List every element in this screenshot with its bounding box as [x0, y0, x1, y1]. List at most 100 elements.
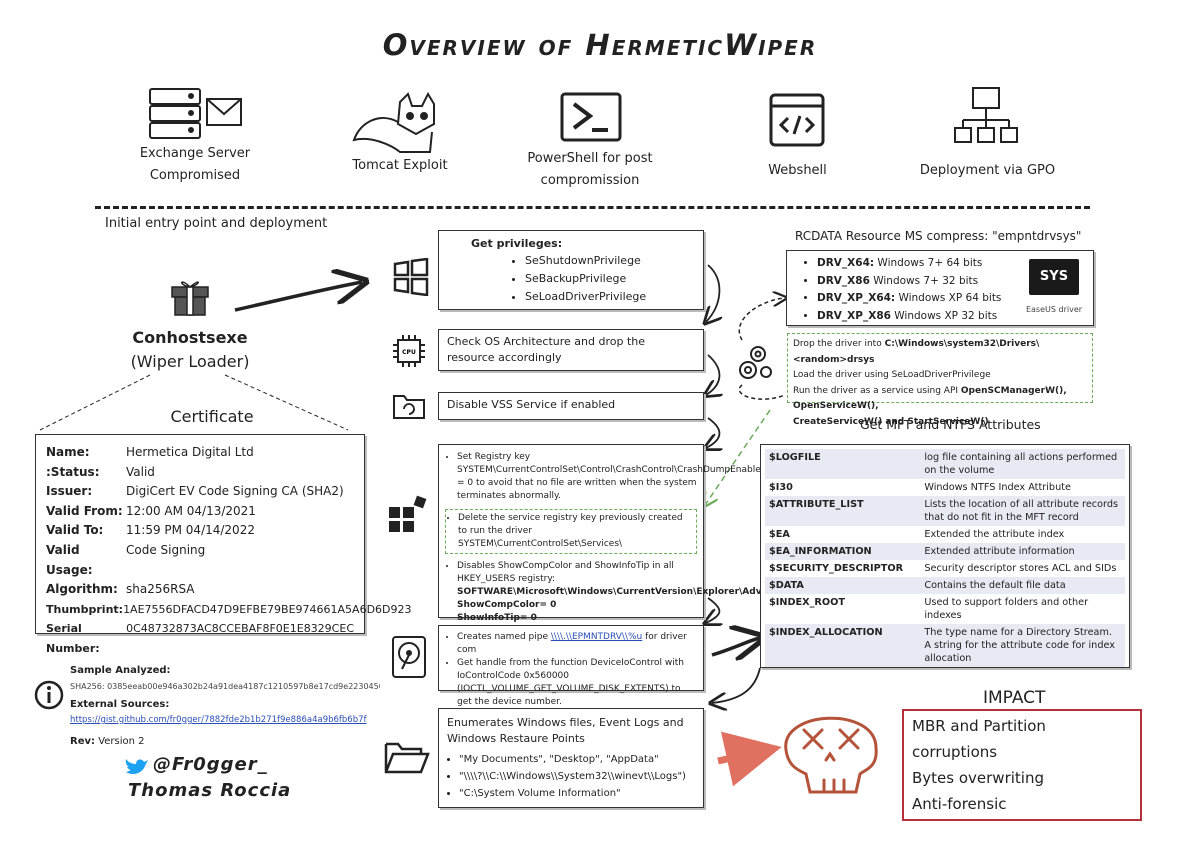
info-icon	[34, 680, 64, 710]
mft-attribute-desc: Lists the location of all attribute reco…	[924, 499, 1119, 523]
rcdata-title: RCDATA Resource MS compress: "empntdrvsy…	[795, 229, 1082, 243]
driver-line: Run the driver as a service using API Op…	[793, 385, 1067, 412]
cert-row: Name:Hermetica Digital Ltd	[46, 445, 254, 459]
mft-attribute-desc: A bitmap index for a large directory.	[920, 667, 1125, 668]
cert-row: Valid To:11:59 PM 04/14/2022	[46, 523, 255, 538]
mft-attribute-name: $INDEX_ROOT	[769, 597, 845, 608]
cert-row: Algorithm:sha256RSA	[46, 582, 195, 597]
powershell-icon	[560, 92, 622, 142]
mft-row: $ATTRIBUTE_LIST Lists the location of all…	[765, 496, 1125, 526]
page-title: Overview of HermeticWiper	[382, 28, 818, 62]
mft-attribute-name: $EA_INFORMATION	[769, 546, 872, 557]
cert-row: Serial Number:0C48732873AC8CCEBAF8F0E1E8…	[46, 622, 354, 655]
driver-box: Drop the driver into C:\Windows\system32…	[787, 333, 1093, 427]
privilege-item: SeLoadDriverPrivilege	[525, 288, 695, 306]
folder-icon	[384, 742, 430, 774]
skull-icon	[784, 716, 878, 794]
sample-hash: SHA256: 0385eeab00e946a302b24a91dea4187c…	[70, 682, 380, 691]
folder-sync-icon	[393, 395, 425, 419]
registry-box: Set Registry key SYSTEM\CurrentControlSe…	[438, 444, 792, 623]
mft-attribute-name: $BITMAP	[765, 667, 920, 668]
server-mail-icon	[149, 88, 242, 139]
delete-service-box: Delete the service registry key previous…	[445, 509, 697, 554]
mft-attribute-name: $I30	[769, 482, 793, 493]
section-label: Initial entry point and deployment	[105, 216, 328, 231]
webshell-icon	[769, 93, 825, 147]
mft-row: $BITMAPA bitmap index for a large direct…	[765, 667, 1125, 668]
pipe-bullet: Get handle from the function DeviceIoCon…	[457, 657, 697, 709]
cert-row: :Status:Valid	[46, 464, 155, 479]
impact-item: Bytes overwriting	[912, 769, 1044, 787]
pipe-name-link[interactable]: \\\\.\\EPMNTDRV\\%u	[550, 632, 643, 642]
top-label-exchange: Exchange Server Compromised	[139, 146, 251, 183]
mft-row: $LOGFILE log file containing all actions …	[765, 449, 1125, 479]
top-label-powershell: PowerShell for post compromission	[527, 151, 653, 188]
rcdata-item: DRV_XP_X64: Windows XP 64 bits	[817, 290, 1089, 308]
enumerate-item: "C:\System Volume Information"	[459, 785, 695, 802]
loader-role: (Wiper Loader)	[130, 352, 250, 371]
impact-item: MBR and Partition corruptions	[912, 717, 1046, 761]
privileges-heading: Get privileges:	[471, 237, 563, 250]
mft-row: $DATA Contains the default file data	[765, 577, 1125, 594]
impact-box: MBR and Partition corruptions Bytes over…	[902, 709, 1142, 821]
svg-text:CPU: CPU	[402, 349, 416, 356]
cert-row: Valid Usage:Code Signing	[46, 542, 206, 577]
rcdata-item: DRV_XP_X86 Windows XP 32 bits	[817, 308, 1089, 326]
top-label-tomcat: Tomcat Exploit	[352, 158, 448, 173]
mft-attribute-desc: Windows NTFS Index Attribute	[924, 482, 1071, 493]
sample-label: Sample Analyzed:	[70, 665, 171, 676]
gift-icon	[171, 281, 209, 316]
enumerate-box: Enumerates Windows files, Event Logs and…	[438, 708, 704, 808]
privileges-box: Get privileges: SeShutdownPrivilege SeBa…	[438, 230, 704, 310]
driver-line: CreateServiceW() and StartServiceW()	[793, 416, 989, 427]
hard-drive-icon	[392, 636, 426, 678]
privilege-item: SeBackupPrivilege	[525, 270, 695, 288]
mft-attribute-desc: Used to support folders and other indexe…	[924, 597, 1089, 621]
driver-line: Load the driver using SeLoadDriverPrivil…	[793, 370, 991, 380]
cert-row: Thumbprint:1AE7556DFACD47D9EFBE79BE97466…	[46, 602, 412, 616]
privilege-item: SeShutdownPrivilege	[525, 252, 695, 270]
enumerate-item: "\\\\?\\C:\\Windows\\System32\\winevt\\L…	[459, 768, 695, 785]
enumerate-heading: Enumerates Windows files, Event Logs and…	[447, 716, 684, 745]
mft-row: $INDEX_ROOT Used to support folders and o…	[765, 594, 1125, 624]
registry-bullet: Delete the service registry key previous…	[458, 512, 692, 551]
mft-box: $LOGFILE log file containing all actions …	[760, 444, 1130, 668]
network-deploy-icon	[954, 87, 1018, 143]
mft-attribute-name: $DATA	[769, 580, 804, 591]
mft-attribute-name: $SECURITY_DESCRIPTOR	[769, 563, 904, 574]
mft-attribute-name: $INDEX_ALLOCATION	[769, 627, 883, 638]
rcdata-item: DRV_X64: Windows 7+ 64 bits	[817, 255, 1089, 273]
mft-attribute-name: $EA	[769, 529, 790, 540]
mft-attribute-desc: Contains the default file data	[924, 580, 1066, 591]
registry-bullet: Set Registry key SYSTEM\CurrentControlSe…	[457, 451, 766, 503]
enumerate-item: "My Documents", "Desktop", "AppData"	[459, 751, 695, 768]
section-divider	[95, 206, 1090, 209]
cpu-icon: CPU	[393, 335, 425, 367]
top-label-webshell: Webshell	[768, 163, 827, 178]
mft-title: Get MFT and NTFS Attributes	[860, 417, 1041, 432]
rcdata-box: DRV_X64: Windows 7+ 64 bits DRV_X86 Wind…	[786, 250, 1094, 326]
registry-bullet: Disables ShowCompColor and ShowInfoTip i…	[457, 560, 792, 625]
cert-row: Valid From:12:00 AM 04/13/2021	[46, 503, 256, 518]
sources-label: External Sources:	[70, 699, 170, 710]
certificate-title: Certificate	[170, 407, 254, 426]
mft-attribute-name: $ATTRIBUTE_LIST	[769, 499, 864, 510]
certificate-box: Name:Hermetica Digital Ltd :Status:Valid…	[35, 434, 412, 655]
mft-attribute-desc: log file containing all actions performe…	[924, 452, 1118, 476]
loader-arrow	[234, 282, 362, 312]
mft-attribute-name: $LOGFILE	[769, 452, 821, 463]
impact-title: IMPACT	[983, 688, 1046, 708]
loader-name: Conhostsexe	[132, 328, 248, 347]
mft-row: $I30 Windows NTFS Index Attribute	[765, 479, 1125, 496]
twitter-icon	[125, 759, 148, 774]
gears-icon	[739, 346, 772, 379]
mft-attribute-desc: Extended attribute information	[924, 546, 1075, 557]
sources-link[interactable]: https://gist.github.com/fr0gger/7882fde2…	[70, 715, 367, 725]
driver-label: EaseUS driver	[1025, 305, 1083, 314]
pipe-box: Creates named pipe \\\\.\\EPMNTDRV\\%u f…	[438, 625, 704, 707]
vss-box: Disable VSS Service if enabled	[438, 392, 704, 420]
sys-file-icon: SYS	[1029, 259, 1079, 295]
mft-attribute-desc: Extended the attribute index	[924, 529, 1065, 540]
